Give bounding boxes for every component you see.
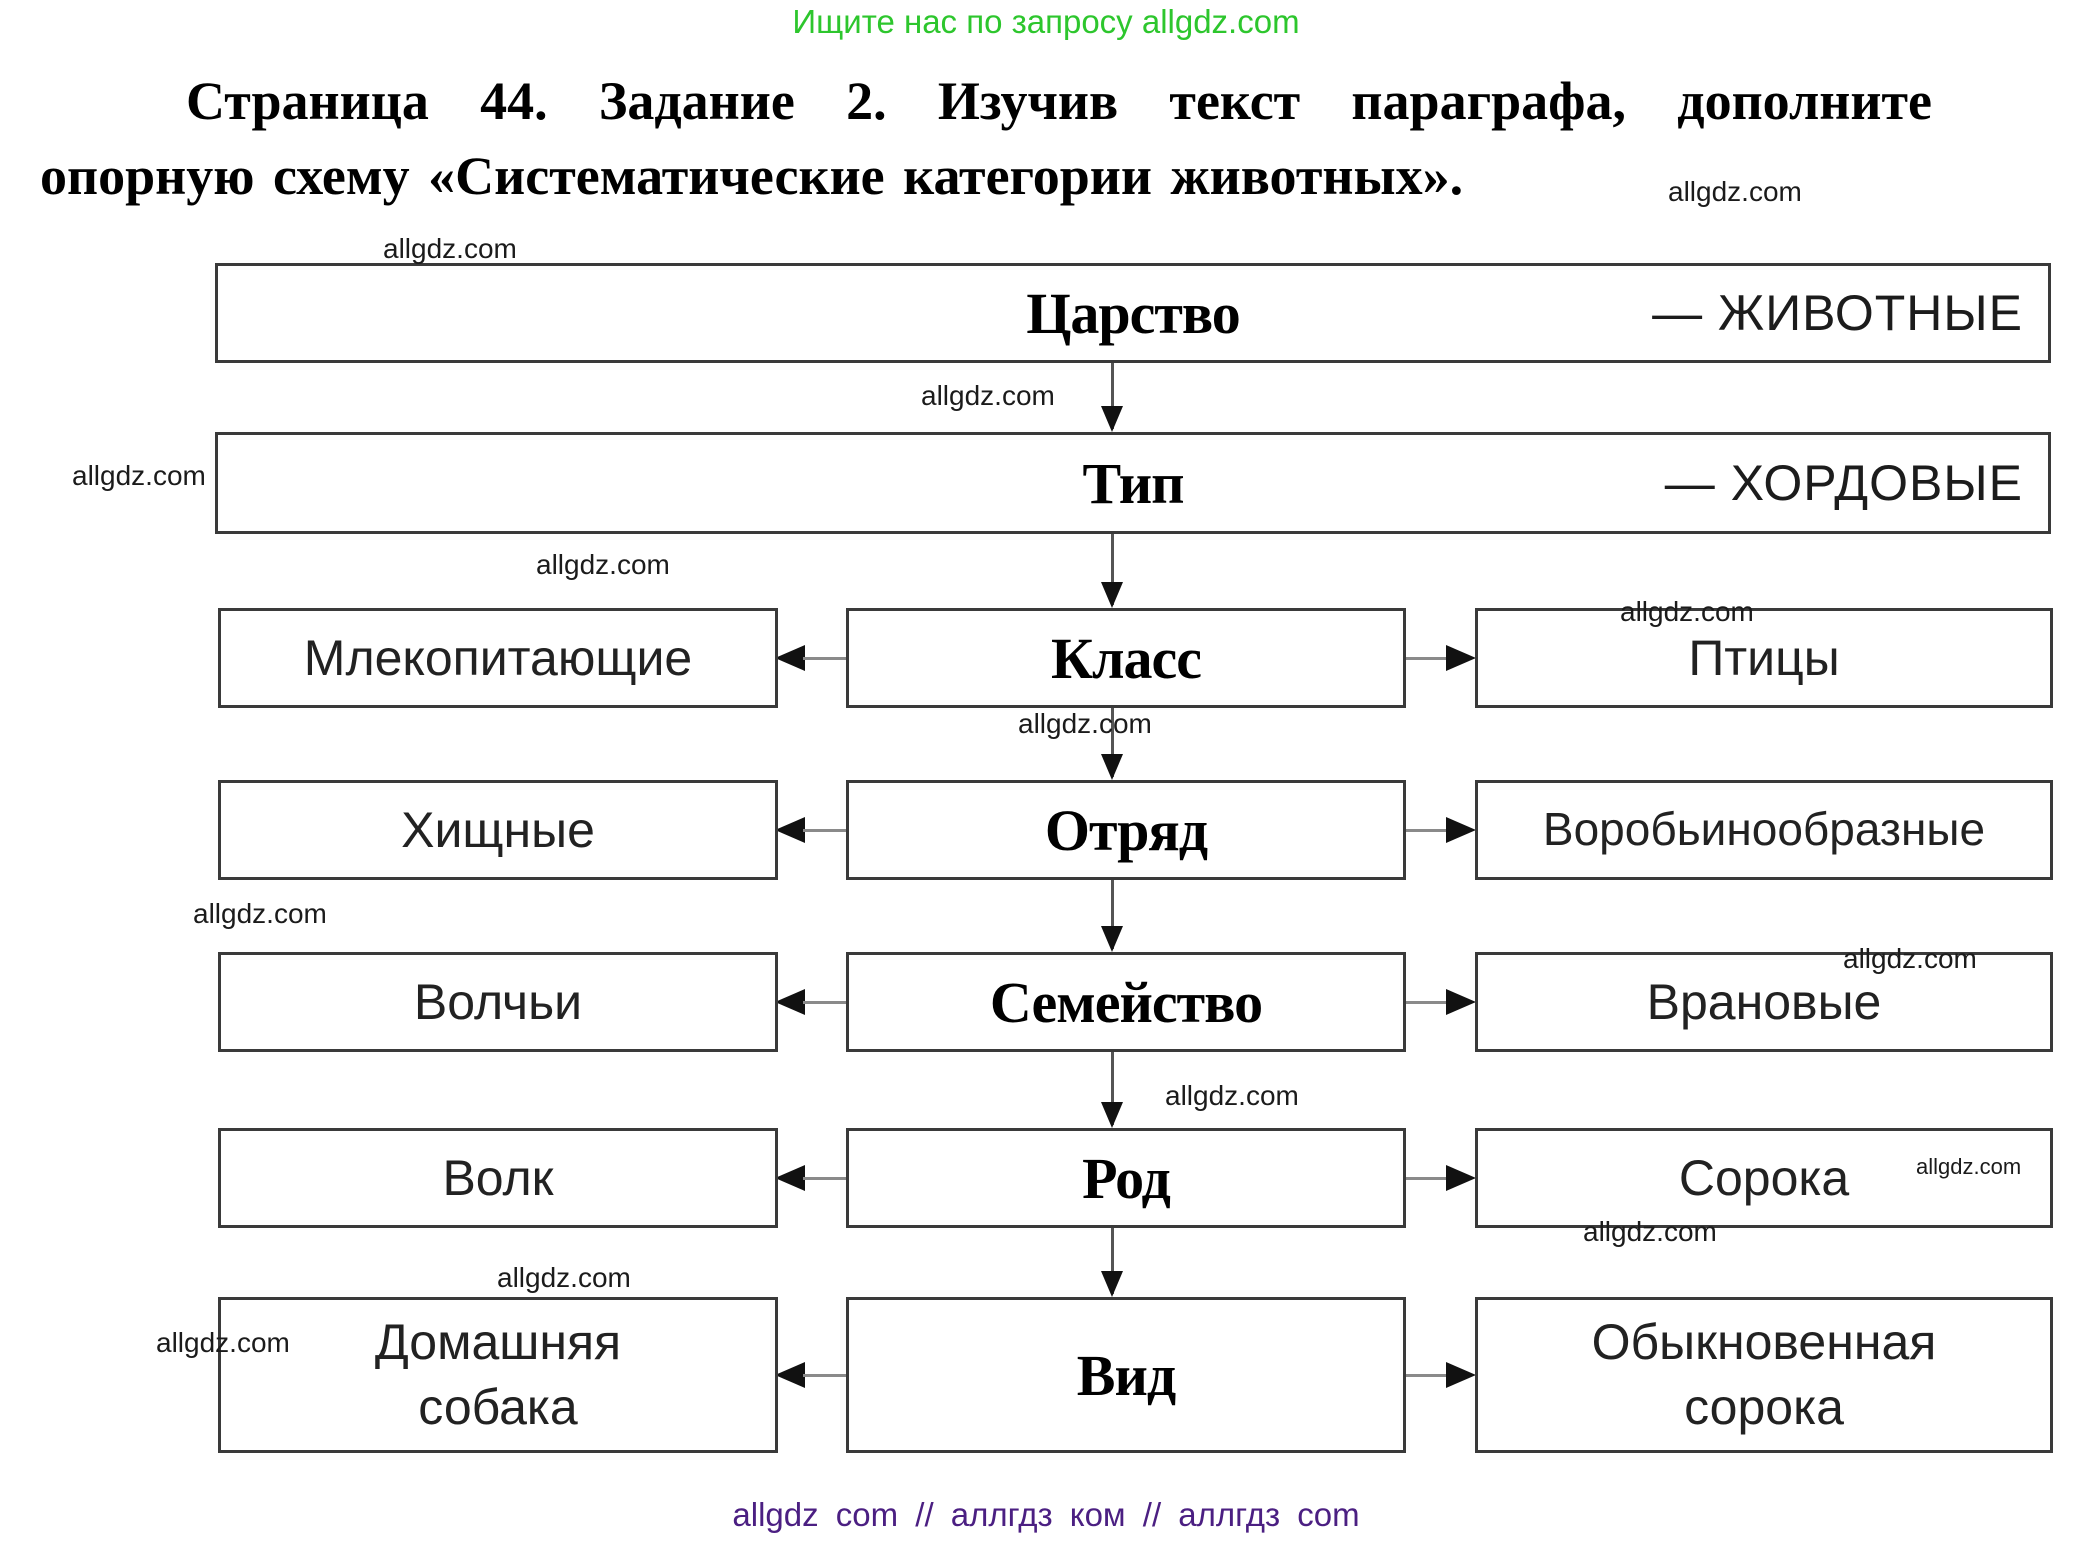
arrow-down-icon xyxy=(1101,1271,1123,1297)
connector-line xyxy=(1111,1228,1114,1294)
order-right-label: Воробьинообразные xyxy=(1542,803,1986,856)
box-class: Класс xyxy=(846,608,1406,708)
arrow-right-icon xyxy=(1446,1165,1476,1191)
arrow-left-icon xyxy=(775,1362,805,1388)
box-class-right: Птицы xyxy=(1475,608,2053,708)
arrow-down-icon xyxy=(1101,926,1123,952)
box-order-right: Воробьинообразные xyxy=(1475,780,2053,880)
connector-line xyxy=(1111,708,1114,777)
connector-line xyxy=(1406,1001,1448,1004)
phylum-label: Тип xyxy=(1082,450,1184,516)
arrow-right-icon xyxy=(1446,1362,1476,1388)
box-genus-right: Сорока xyxy=(1475,1128,2053,1228)
box-species: Вид xyxy=(846,1297,1406,1453)
connector-line xyxy=(1406,829,1448,832)
promo-header: Ищите нас по запросу allgdz.com xyxy=(792,3,1300,40)
arrow-left-icon xyxy=(775,645,805,671)
connector-line xyxy=(1406,657,1448,660)
connector-line xyxy=(1111,363,1114,429)
genus-label: Род xyxy=(1082,1145,1171,1211)
arrow-right-icon xyxy=(1446,645,1476,671)
genus-left-label: Волк xyxy=(442,1149,554,1206)
connector-line xyxy=(1111,880,1114,949)
connector-line xyxy=(803,1374,846,1377)
watermark: allgdz.com xyxy=(1620,596,1754,627)
class-label: Класс xyxy=(1050,625,1202,691)
watermark: allgdz.com xyxy=(1843,943,1977,974)
order-label: Отряд xyxy=(1044,797,1208,863)
connector-line xyxy=(1111,1052,1114,1125)
arrow-left-icon xyxy=(775,989,805,1015)
connector-line xyxy=(803,1001,846,1004)
species-right-label: Обыкновенная сорока xyxy=(1591,1314,1937,1435)
kingdom-value: — ЖИВОТНЫЕ xyxy=(1652,285,2023,341)
watermark: allgdz.com xyxy=(383,233,517,264)
arrow-right-icon xyxy=(1446,989,1476,1015)
arrow-left-icon xyxy=(775,1165,805,1191)
watermark: allgdz.com xyxy=(536,549,670,580)
watermark: allgdz.com xyxy=(193,898,327,929)
kingdom-label: Царство xyxy=(1026,280,1241,346)
connector-line xyxy=(1406,1374,1448,1377)
arrow-left-icon xyxy=(775,817,805,843)
arrow-down-icon xyxy=(1101,754,1123,780)
arrow-right-icon xyxy=(1446,817,1476,843)
watermark: allgdz.com xyxy=(72,460,206,491)
family-label: Семейство xyxy=(989,969,1263,1035)
box-species-right: Обыкновенная сорока xyxy=(1475,1297,2053,1453)
species-label: Вид xyxy=(1076,1342,1176,1408)
class-left-label: Млекопитающие xyxy=(303,629,693,686)
box-genus-left: Волк xyxy=(218,1128,778,1228)
connector-line xyxy=(803,829,846,832)
box-genus: Род xyxy=(846,1128,1406,1228)
watermark: allgdz.com xyxy=(1583,1216,1717,1247)
species-left-label: Домашняя собака xyxy=(374,1314,622,1435)
arrow-down-icon xyxy=(1101,406,1123,432)
box-order: Отряд xyxy=(846,780,1406,880)
page-title: Страница 44. Задание 2. Изучив текст пар… xyxy=(40,64,1932,213)
connector-line xyxy=(1406,1177,1448,1180)
box-phylum: Тип — ХОРДОВЫЕ xyxy=(215,432,2051,534)
watermark: allgdz.com xyxy=(1668,176,1802,207)
phylum-value: — ХОРДОВЫЕ xyxy=(1664,455,2023,511)
watermark: allgdz.com xyxy=(497,1262,631,1293)
box-family: Семейство xyxy=(846,952,1406,1052)
watermark: allgdz.com xyxy=(1018,708,1152,739)
box-order-left: Хищные xyxy=(218,780,778,880)
watermark: allgdz.com xyxy=(156,1327,290,1358)
watermark: allgdz.com xyxy=(921,380,1055,411)
arrow-down-icon xyxy=(1101,1102,1123,1128)
genus-right-label: Сорока xyxy=(1678,1149,1850,1206)
family-right-label: Врановые xyxy=(1646,973,1882,1030)
box-species-left: Домашняя собака xyxy=(218,1297,778,1453)
order-left-label: Хищные xyxy=(401,801,595,858)
footer-watermark: allgdz com // аллгдз ком // аллгдз com xyxy=(732,1496,1360,1533)
connector-line xyxy=(1111,534,1114,605)
connector-line xyxy=(803,657,846,660)
watermark: allgdz.com xyxy=(1165,1080,1299,1111)
box-family-left: Волчьи xyxy=(218,952,778,1052)
page-title-line1: Страница 44. Задание 2. Изучив текст пар… xyxy=(186,71,1932,131)
page-title-line2: опорную схему «Систематические категории… xyxy=(40,145,1464,206)
class-right-label: Птицы xyxy=(1688,629,1840,686)
box-kingdom: Царство — ЖИВОТНЫЕ xyxy=(215,263,2051,363)
connector-line xyxy=(803,1177,846,1180)
family-left-label: Волчьи xyxy=(413,973,583,1030)
arrow-down-icon xyxy=(1101,582,1123,608)
box-class-left: Млекопитающие xyxy=(218,608,778,708)
watermark: allgdz.com xyxy=(1916,1154,2022,1179)
box-family-right: Врановые xyxy=(1475,952,2053,1052)
